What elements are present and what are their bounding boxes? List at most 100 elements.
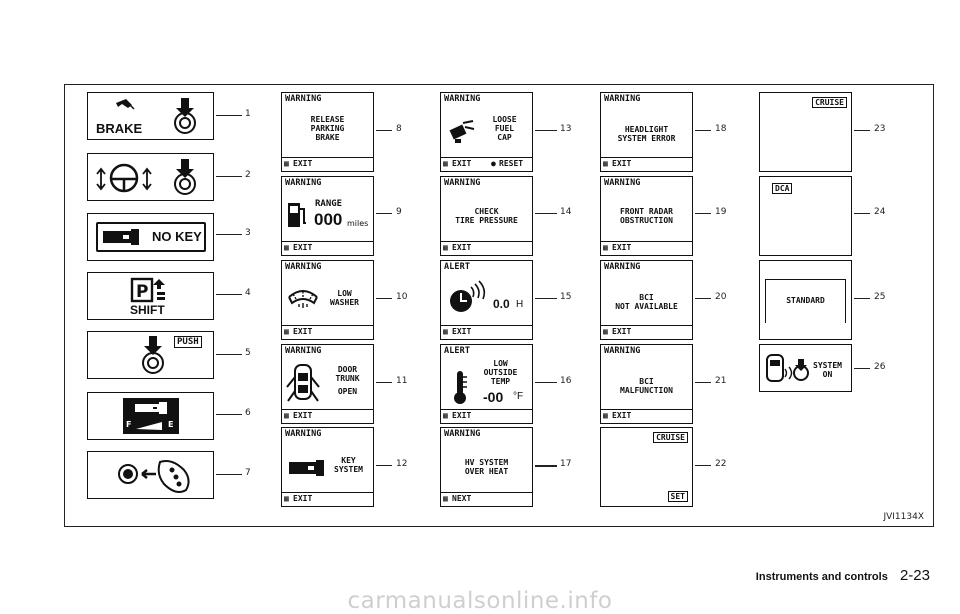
message-line: SYSTEM xyxy=(813,361,842,370)
warning-screen-12: WARNING KEY SYSTEM ▦EXIT xyxy=(281,427,374,507)
timer-alert-icon xyxy=(450,280,486,312)
message-line: MALFUNCTION xyxy=(620,386,673,395)
callout-number-9: 9 xyxy=(396,207,402,217)
warning-header: WARNING xyxy=(444,178,481,188)
warning-header: WARNING xyxy=(285,429,322,439)
range-unit: miles xyxy=(347,219,369,228)
push-start-icon xyxy=(142,336,164,374)
fuel-cap-icon xyxy=(449,120,475,143)
warning-screen-21: WARNING BCI MALFUNCTION ▦EXIT xyxy=(600,344,693,424)
watermark: carmanualsonline.info xyxy=(347,588,613,614)
leader-line-1 xyxy=(216,115,242,117)
callout-number-1: 1 xyxy=(245,109,251,119)
callout-number-14: 14 xyxy=(560,207,572,217)
message-line: BRAKE xyxy=(315,133,340,142)
leader-line-6 xyxy=(216,414,242,416)
message-line: OBSTRUCTION xyxy=(620,216,673,225)
range-value: 000 xyxy=(314,210,343,229)
warning-message: HEADLIGHT SYSTEM ERROR xyxy=(601,125,692,143)
callout-number-11: 11 xyxy=(396,376,408,386)
leader-line-12 xyxy=(376,465,392,467)
section-title: Instruments and controls xyxy=(755,571,888,583)
message-line: FUEL xyxy=(494,124,515,133)
screen-footer: ▦EXIT xyxy=(601,157,692,171)
exit-icon: ▦ xyxy=(284,411,289,420)
leader-line-26 xyxy=(854,368,870,370)
warning-message: HV SYSTEM OVER HEAT xyxy=(441,458,532,476)
leader-line-7 xyxy=(216,474,242,476)
leader-line-22 xyxy=(695,465,711,467)
exit-label: EXIT xyxy=(452,411,472,420)
indicator-box-2 xyxy=(87,153,214,201)
callout-number-3: 3 xyxy=(245,228,251,238)
warning-header: WARNING xyxy=(285,178,322,188)
message-line: OVER HEAT xyxy=(464,467,509,476)
cruise-screen-22: CRUISE SET xyxy=(600,427,693,507)
warning-screen-17: WARNING HV SYSTEM OVER HEAT ▦NEXT xyxy=(440,427,533,507)
leader-line-23 xyxy=(854,130,870,132)
figure-frame xyxy=(64,84,934,527)
screen-footer: ▦EXIT xyxy=(441,241,532,255)
system-on-screen-26: SYSTEM ON xyxy=(759,344,852,392)
screen-footer: ▦NEXT xyxy=(441,492,532,506)
key-icon xyxy=(289,460,324,476)
page-footer: Instruments and controls 2-23 xyxy=(756,567,930,584)
warning-message: CHECK TIRE PRESSURE xyxy=(441,207,532,225)
exit-label: EXIT xyxy=(612,327,632,336)
cruise-badge: CRUISE xyxy=(653,432,688,443)
cruise-screen-23: CRUISE xyxy=(759,92,852,172)
callout-number-5: 5 xyxy=(245,348,251,358)
exit-icon: ▦ xyxy=(284,327,289,336)
indicator-box-4: P SHIFT xyxy=(87,272,214,320)
leader-line-9 xyxy=(376,213,392,215)
message-line: CHECK xyxy=(474,207,499,216)
callout-number-15: 15 xyxy=(560,292,572,302)
standard-mode-label: STANDARD xyxy=(786,296,825,305)
exit-icon: ▦ xyxy=(443,159,448,168)
park-shift-icon: P xyxy=(130,277,165,303)
exit-label: EXIT xyxy=(452,159,472,168)
warning-screen-18: WARNING HEADLIGHT SYSTEM ERROR ▦EXIT xyxy=(600,92,693,172)
reset-icon: ● xyxy=(491,159,496,168)
leader-line-14 xyxy=(535,213,557,215)
message-line: FRONT RADAR xyxy=(620,207,673,216)
leader-line-15 xyxy=(535,298,557,300)
warning-header: WARNING xyxy=(285,346,322,356)
key-icon xyxy=(135,402,167,414)
callout-number-8: 8 xyxy=(396,124,402,134)
exit-label: EXIT xyxy=(612,159,632,168)
exit-label: EXIT xyxy=(452,327,472,336)
leader-line-13 xyxy=(535,130,557,132)
alert-header: ALERT xyxy=(444,346,471,356)
warning-message: LOOSE FUEL CAP xyxy=(477,115,532,142)
warning-screen-13: WARNING LOOSE FUEL CAP ▦EXIT ●RESET xyxy=(440,92,533,172)
svg-text:P: P xyxy=(136,282,148,302)
indicator-box-3: NO KEY xyxy=(87,213,214,261)
leader-line-10 xyxy=(376,298,392,300)
screen-footer: ▦EXIT xyxy=(282,241,373,255)
callout-number-24: 24 xyxy=(874,207,886,217)
timer-value: 0.0 xyxy=(493,297,510,311)
callout-number-17: 17 xyxy=(560,459,572,469)
exit-icon: ▦ xyxy=(443,243,448,252)
leader-line-5 xyxy=(216,354,242,356)
callout-number-7: 7 xyxy=(245,468,251,478)
leader-line-2 xyxy=(216,176,242,178)
exit-icon: ▦ xyxy=(603,327,608,336)
screen-footer: ▦EXIT xyxy=(282,409,373,423)
exit-icon: ▦ xyxy=(284,494,289,503)
callout-number-10: 10 xyxy=(396,292,408,302)
message-line: SYSTEM ERROR xyxy=(617,134,676,143)
next-label: NEXT xyxy=(452,494,472,503)
callout-number-16: 16 xyxy=(560,376,572,386)
leader-line-8 xyxy=(376,130,392,132)
callout-number-19: 19 xyxy=(715,207,727,217)
fuel-full-label: F xyxy=(126,420,132,429)
message-line: OPEN xyxy=(337,387,358,396)
message-line: LOW xyxy=(493,359,508,368)
warning-header: WARNING xyxy=(285,262,322,272)
screen-footer: ▦EXIT xyxy=(282,492,373,506)
leader-line-20 xyxy=(695,298,711,300)
system-on-message: SYSTEM ON xyxy=(804,361,851,379)
alert-screen-15: ALERT 0.0 H ▦EXIT xyxy=(440,260,533,340)
